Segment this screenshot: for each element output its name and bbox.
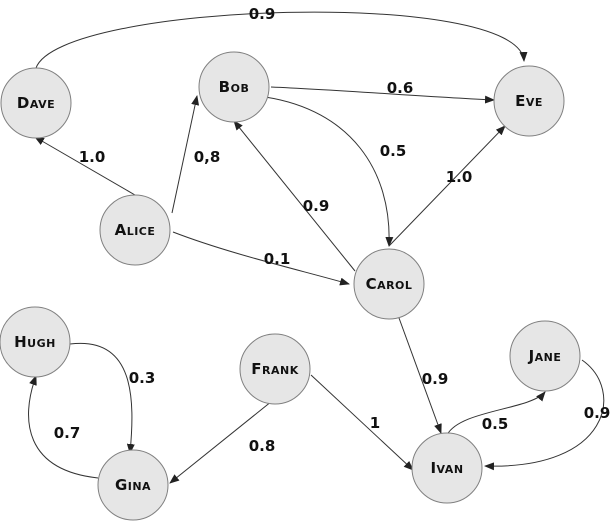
edge-label-carol-ivan: 0.9 xyxy=(422,370,449,388)
edge-label-dave-eve: 0.9 xyxy=(249,5,276,23)
edge-carol-bob xyxy=(233,120,356,272)
node-label-alice: Alice xyxy=(115,221,156,239)
node-bob: Bob xyxy=(198,51,270,123)
edge-alice-dave xyxy=(34,136,136,196)
edge-label-hugh-gina: 0.3 xyxy=(129,369,156,387)
edge-gina-hugh xyxy=(28,375,99,479)
node-alice: Alice xyxy=(99,194,171,266)
nodes: Dave Bob Eve Alice Carol Hugh xyxy=(0,51,581,521)
edge-carol-ivan xyxy=(398,317,442,434)
node-label-ivan: Ivan xyxy=(430,459,463,477)
node-jane: Jane xyxy=(509,320,581,392)
edge-label-frank-ivan: 1 xyxy=(370,414,380,432)
edge-hugh-gina xyxy=(69,342,135,454)
node-label-jane: Jane xyxy=(528,347,562,365)
node-label-bob: Bob xyxy=(219,78,250,96)
edge-label-jane-ivan: 0.9 xyxy=(584,404,611,422)
edge-labels: 0.9 0.6 1.0 0,8 0.5 1.0 0.9 0.1 0.3 0.9 … xyxy=(54,5,611,455)
edge-label-alice-carol: 0.1 xyxy=(264,250,291,268)
edge-label-frank-gina: 0.8 xyxy=(249,437,276,455)
node-label-gina: Gina xyxy=(115,476,151,494)
edge-bob-eve xyxy=(270,86,495,104)
node-label-eve: Eve xyxy=(515,92,543,110)
edge-frank-ivan xyxy=(310,374,414,471)
edge-jane-ivan xyxy=(484,359,605,471)
edge-bob-carol xyxy=(264,96,394,247)
edge-label-bob-carol: 0.5 xyxy=(380,142,407,160)
edge-alice-bob xyxy=(171,95,200,214)
edge-label-ivan-jane: 0.5 xyxy=(482,415,509,433)
node-dave: Dave xyxy=(0,67,72,139)
node-label-carol: Carol xyxy=(366,275,413,293)
edge-alice-carol xyxy=(172,231,350,286)
node-hugh: Hugh xyxy=(0,306,71,378)
edge-label-carol-eve: 1.0 xyxy=(446,168,473,186)
edge-label-alice-dave: 1.0 xyxy=(79,148,106,166)
node-frank: Frank xyxy=(239,333,311,405)
node-carol: Carol xyxy=(353,248,425,320)
edge-label-gina-hugh: 0.7 xyxy=(54,424,81,442)
edge-label-carol-bob: 0.9 xyxy=(303,197,330,215)
node-label-hugh: Hugh xyxy=(14,333,56,351)
node-ivan: Ivan xyxy=(411,432,483,504)
node-eve: Eve xyxy=(493,65,565,137)
edge-frank-gina xyxy=(169,396,278,484)
edge-dave-eve xyxy=(35,11,528,69)
node-gina: Gina xyxy=(97,449,169,521)
edge-label-alice-bob: 0,8 xyxy=(194,148,221,166)
edge-carol-eve xyxy=(388,125,506,247)
edge-ivan-jane xyxy=(446,391,546,436)
edge-label-bob-eve: 0.6 xyxy=(387,79,414,97)
node-label-dave: Dave xyxy=(17,94,55,112)
edges xyxy=(28,11,605,484)
node-label-frank: Frank xyxy=(251,360,298,378)
